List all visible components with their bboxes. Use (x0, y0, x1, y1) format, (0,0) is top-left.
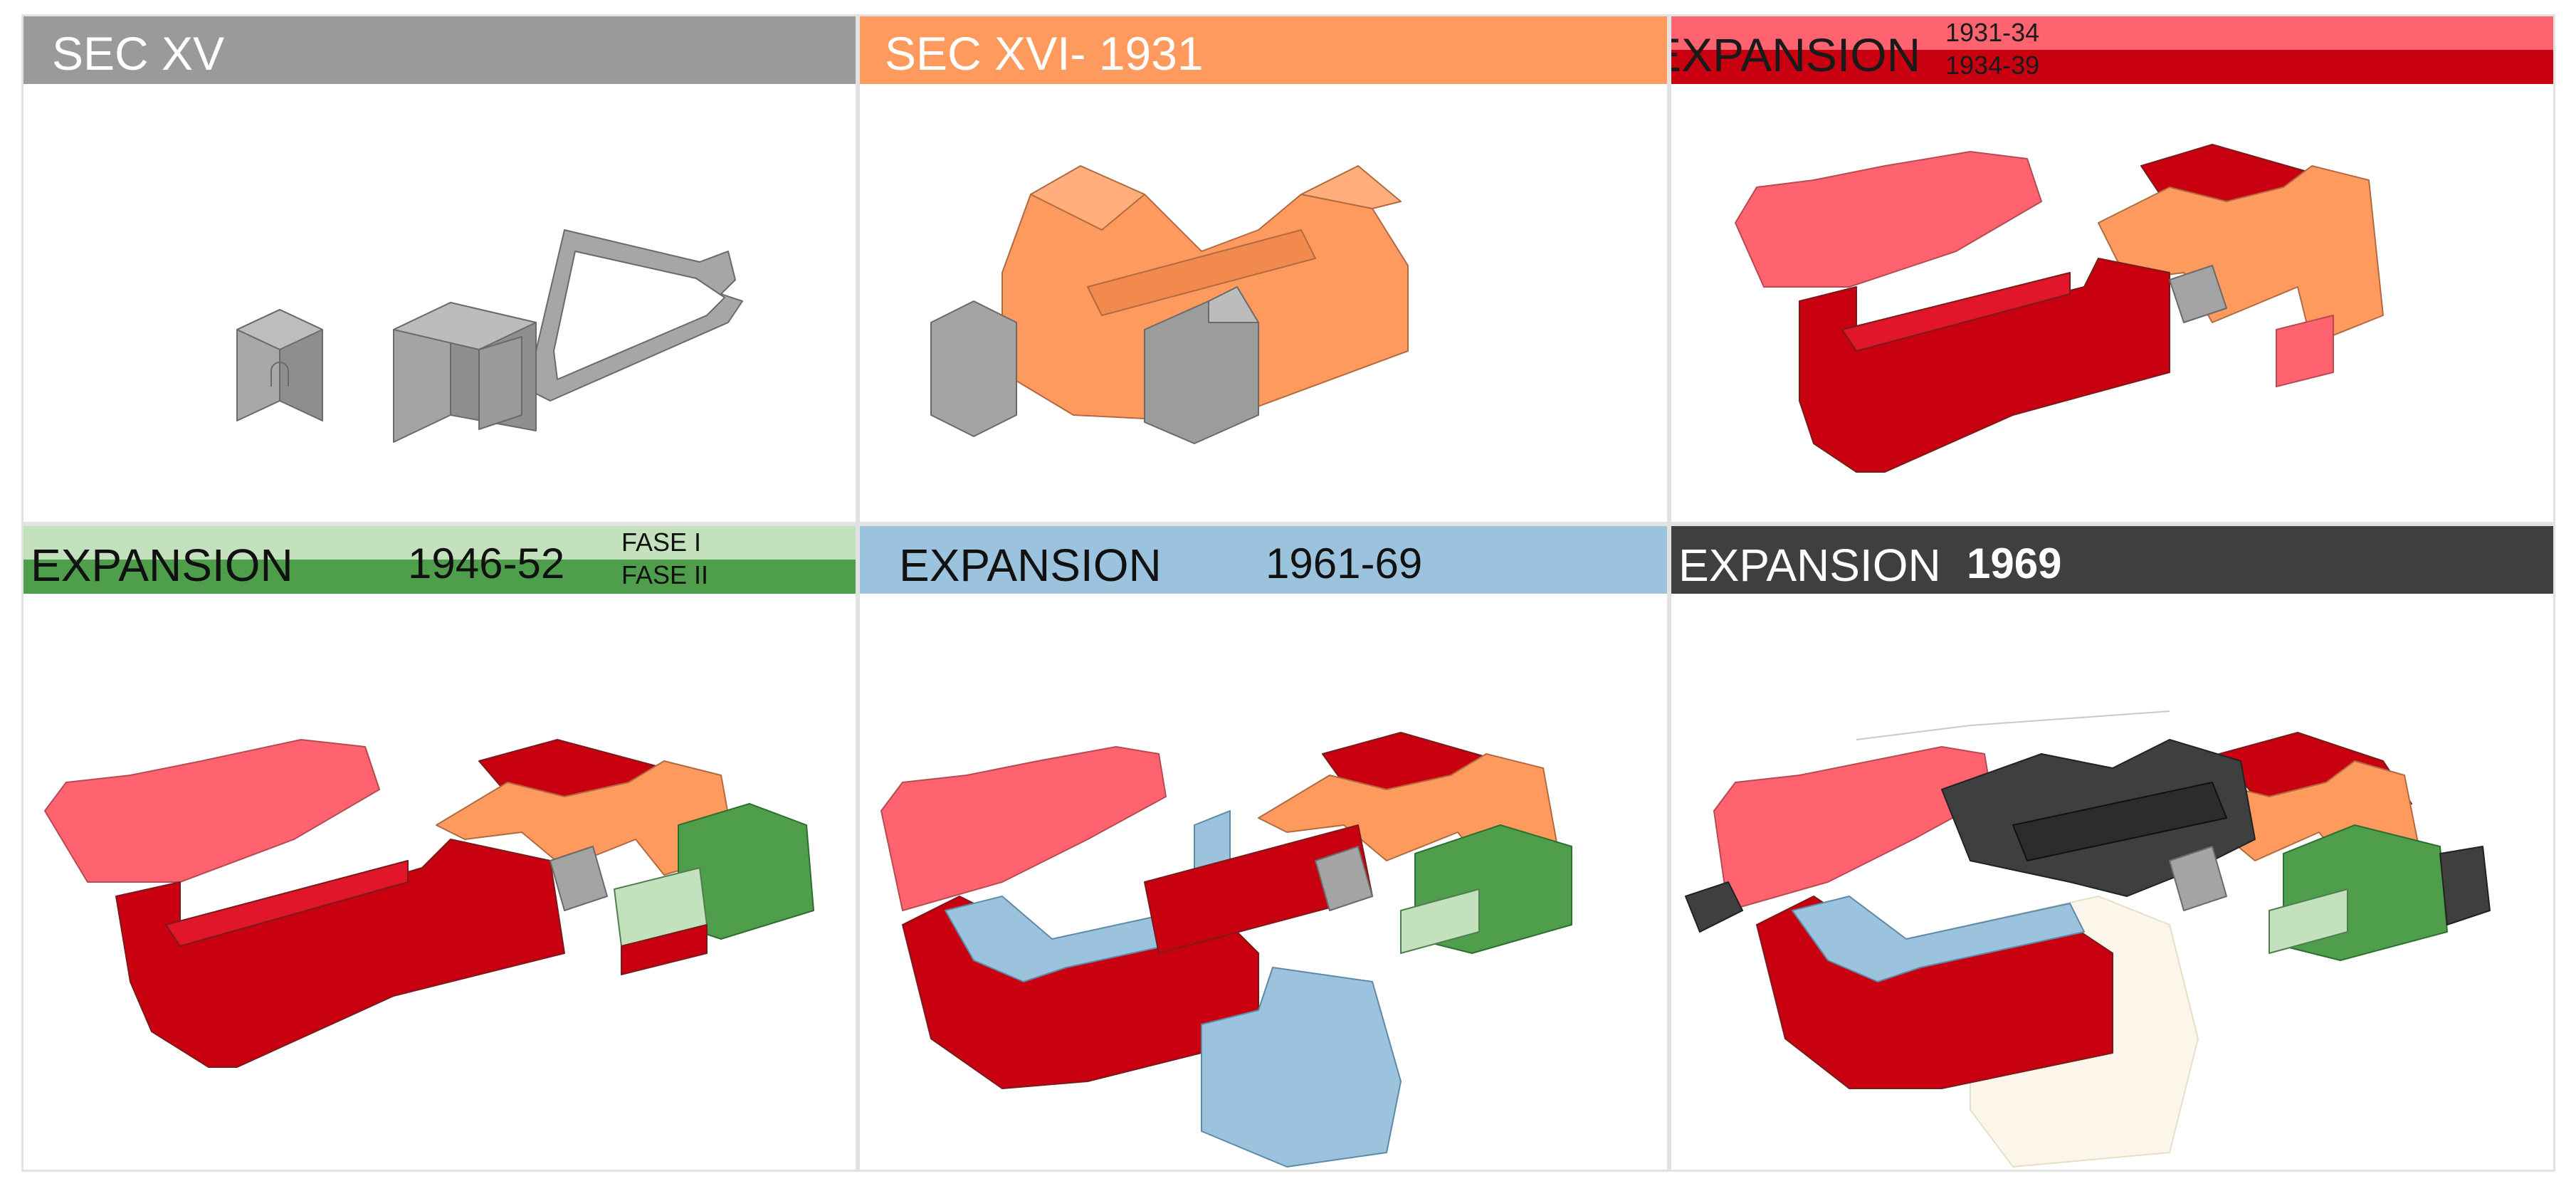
building-drawing (1685, 710, 2491, 1168)
panel-years: 1969 (1967, 540, 2062, 587)
legend-label-fase-i: FASE I (621, 528, 702, 557)
building-drawing (236, 229, 743, 443)
building-drawing (1735, 144, 2384, 473)
band-fase-i (23, 526, 856, 560)
panel-title: SEC XV (52, 27, 225, 80)
legend-label-fase-ii: FASE II (621, 560, 709, 589)
panel-title: SEC XVI- 1931 (885, 27, 1204, 80)
main-block (393, 302, 537, 443)
legend-label-1931-34: 1931-34 (1945, 18, 2040, 47)
panel-sec-xv: SEC XV (21, 14, 858, 524)
band-1934-39 (1671, 50, 2553, 84)
panel-expansion-1946-52: EXPANSION 1946-52 FASE I FASE II (21, 524, 858, 1172)
band-1931-34 (1671, 16, 2553, 50)
building-drawing (930, 165, 1409, 444)
panel-expansion-1961-69: EXPANSION 1961-69 (858, 524, 1669, 1172)
panel-header: SEC XVI- 1931 (860, 16, 1667, 84)
panel-header: EXPANSION 1946-52 FASE I FASE II (23, 526, 856, 594)
chapel-block (236, 309, 323, 421)
panel-expansion-1969: EXPANSION 1969 (1669, 524, 2555, 1172)
building-drawing (44, 739, 814, 1068)
panel-header: EXPANSION 1969 (1671, 526, 2553, 594)
panel-expansion-1931-39: EXPANSION 1931-34 1934-39 (1669, 14, 2555, 524)
panel-header: EXPANSION 1961-69 (860, 526, 1667, 594)
panel-title: EXPANSION (31, 540, 293, 591)
panel-title: EXPANSION (899, 540, 1162, 591)
panel-years: 1961-69 (1266, 540, 1423, 587)
building-drawing (880, 732, 1572, 1168)
panel-header: EXPANSION 1931-34 1934-39 (1671, 16, 2553, 84)
panel-sec-xvi-1931: SEC XVI- 1931 (858, 14, 1669, 524)
panel-years: 1946-52 (408, 540, 565, 587)
legend-label-1934-39: 1934-39 (1945, 51, 2040, 80)
panel-title: EXPANSION (1678, 540, 1941, 591)
panel-header: SEC XV (23, 16, 856, 84)
courtyard-wall (535, 229, 743, 402)
panel-title: EXPANSION (1671, 28, 1921, 81)
band-fase-ii (23, 560, 856, 594)
